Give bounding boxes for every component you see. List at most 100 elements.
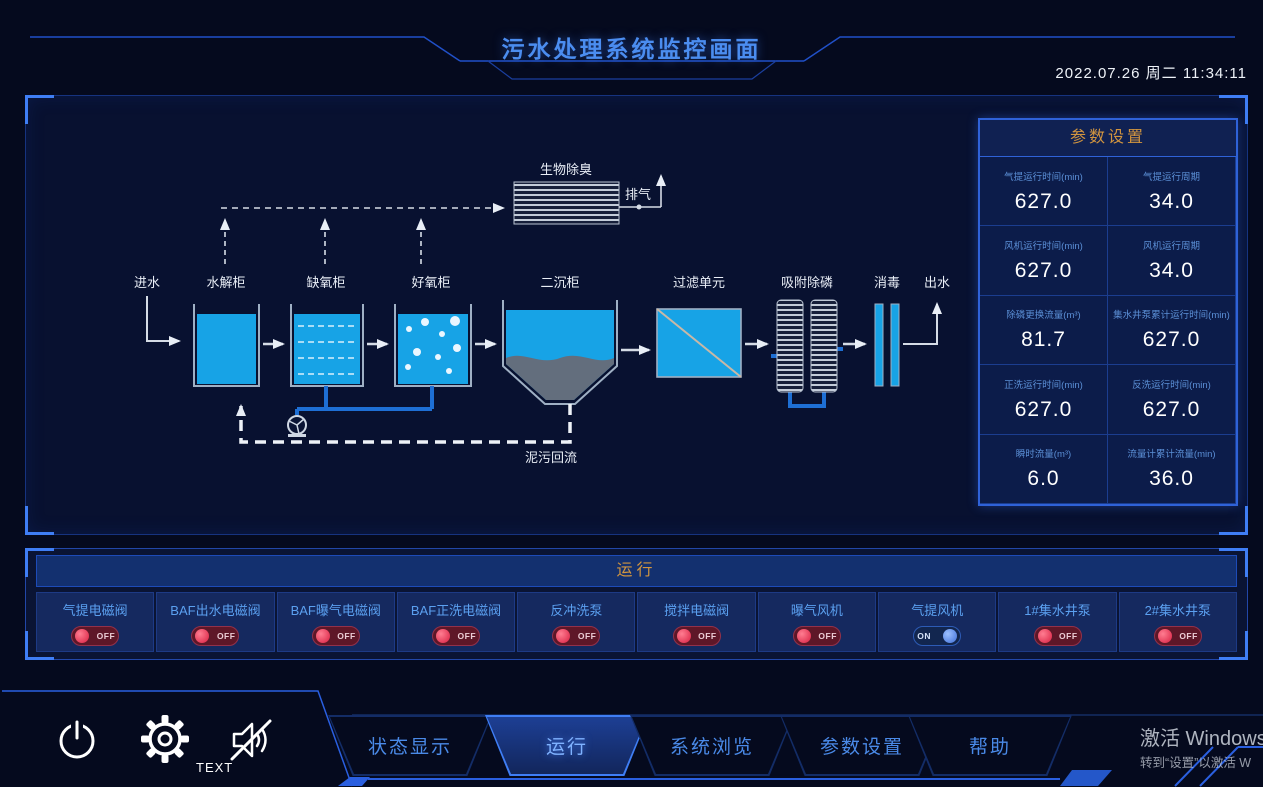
anoxic-label: 缺氧柜: [306, 275, 345, 290]
hydrolysis-label: 水解柜: [206, 275, 245, 290]
toggle-knob: [676, 629, 691, 643]
param-cell: 流量计累计流量(min)36.0: [1108, 434, 1236, 504]
toggle-switch[interactable]: OFF: [311, 626, 360, 646]
power-icon[interactable]: [52, 715, 102, 765]
switch-cell: 气提电磁阀 OFF: [36, 592, 155, 652]
disinfection-label: 消毒: [874, 275, 900, 290]
run-panel-title: 运行: [36, 555, 1237, 587]
switch-label: 曝气风机: [790, 603, 843, 618]
switch-cell: 反冲洗泵 OFF: [517, 592, 636, 652]
param-cell: 风机运行时间(min)627.0: [980, 226, 1108, 296]
toggle-switch[interactable]: OFF: [552, 626, 601, 646]
toggle-knob: [796, 629, 811, 643]
toggle-state: OFF: [1179, 631, 1198, 641]
param-label: 流量计累计流量(min): [1127, 449, 1216, 461]
param-label: 反洗运行时间(min): [1132, 379, 1211, 391]
tab-label: 运行: [545, 737, 588, 758]
tank-anoxic: [290, 304, 364, 387]
toggle-switch[interactable]: OFF: [1033, 626, 1082, 646]
switch-label: 气提电磁阀: [62, 603, 128, 618]
switch-label: 搅拌电磁阀: [664, 603, 730, 618]
toggle-state: OFF: [1059, 631, 1078, 641]
toggle-knob: [1037, 629, 1052, 643]
param-cell: 正洗运行时间(min)627.0: [980, 365, 1108, 435]
switch-cell: BAF正洗电磁阀 OFF: [396, 592, 516, 652]
toggle-switch[interactable]: OFF: [432, 626, 481, 646]
param-cell: 除磷更换流量(m³) 81.7: [980, 295, 1108, 366]
inlet-label: 进水: [134, 275, 160, 290]
toggle-knob: [315, 629, 330, 643]
disinfection-unit: [874, 303, 900, 387]
filter-unit: [656, 308, 742, 378]
mute-icon[interactable]: [226, 715, 276, 765]
toggle-state: OFF: [337, 631, 356, 641]
tab-shape-inner: [910, 717, 1070, 774]
aerobic-label: 好氧柜: [411, 275, 450, 290]
tab-shape-inner: [487, 717, 647, 774]
toggle-switch[interactable]: OFF: [1153, 626, 1202, 646]
deodorization-unit: [513, 181, 620, 225]
exhaust-flange: [636, 204, 642, 210]
parameter-panel-title: 参数设置: [980, 120, 1236, 157]
process-flow-diagram: 生物除臭 排气 进水 水解柜 缺氧柜 好氧柜 二沉柜 过滤单元 吸附除磷 消毒 …: [134, 162, 950, 465]
toggle-knob: [556, 629, 571, 643]
toggle-state: OFF: [457, 631, 477, 641]
param-value: 34.0: [1149, 259, 1194, 283]
sedimentation-label: 二沉柜: [540, 275, 579, 290]
param-value: 627.0: [1142, 328, 1201, 352]
activate-windows-watermark-sub: 转到“设置”以激活 W: [1140, 756, 1252, 770]
param-value: 627.0: [1014, 397, 1073, 421]
param-cell: 风机运行周期 34.0: [1108, 226, 1236, 296]
param-label: 除磷更换流量(m³): [1006, 310, 1081, 322]
toggle-switch[interactable]: OFF: [672, 626, 721, 646]
deodorization-label: 生物除臭: [540, 162, 592, 177]
switch-label: 反冲洗泵: [550, 603, 603, 618]
toggle-switch[interactable]: OFF: [71, 626, 120, 646]
tank-aerobic: [394, 304, 472, 387]
toggle-state: OFF: [698, 631, 717, 641]
tab-run[interactable]: 运行: [485, 715, 649, 776]
corner-decor: [1219, 506, 1248, 535]
toggle-knob: [1157, 629, 1172, 643]
param-value: 81.7: [1021, 328, 1066, 352]
toggle-knob: [195, 629, 210, 643]
page-title: 污水处理系统监控画面: [501, 36, 762, 62]
tab-system-browse[interactable]: 系统浏览: [630, 715, 794, 776]
exhaust-label: 排气: [625, 187, 651, 202]
tank-sedimentation: [502, 300, 618, 405]
switch-label: BAF正洗电磁阀: [410, 603, 502, 618]
phosphorus-label: 吸附除磷: [781, 275, 833, 290]
toggle-knob: [75, 629, 90, 643]
param-label: 风机运行时间(min): [1004, 241, 1083, 253]
outlet-pipe: [903, 302, 942, 345]
process-diagram-panel: 生物除臭 排气 进水 水解柜 缺氧柜 好氧柜 二沉柜 过滤单元 吸附除磷 消毒 …: [25, 95, 1248, 535]
toggle-switch[interactable]: ON: [913, 626, 962, 646]
tab-help[interactable]: 帮助: [908, 715, 1072, 776]
datetime: 2022.07.26 周二 11:34:11: [1055, 65, 1247, 82]
pump-icon: [287, 415, 307, 437]
param-value: 627.0: [1014, 189, 1073, 213]
tab-shape-inner: [632, 717, 792, 774]
toggle-state: OFF: [216, 631, 236, 641]
gear-icon[interactable]: [138, 712, 192, 766]
toggle-switch[interactable]: OFF: [792, 626, 841, 646]
param-label: 集水井泵累计运行时间(min): [1113, 310, 1230, 322]
toggle-switch[interactable]: OFF: [191, 626, 240, 646]
param-label: 气提运行周期: [1142, 171, 1200, 183]
toggle-knob: [436, 629, 451, 643]
outlet-label: 出水: [924, 275, 950, 290]
sludge-return-label: 泥污回流: [525, 450, 577, 465]
tab-status-display[interactable]: 状态显示: [328, 715, 492, 776]
bottom-nav: TEXT 状态显示 运行 系统浏览 参数设置 帮助 激活 Windows 转到“…: [0, 690, 1263, 787]
tab-label: 参数设置: [819, 737, 904, 758]
tab-shape-inner: [330, 717, 490, 774]
tab-label: 系统浏览: [669, 737, 754, 758]
param-label: 风机运行周期: [1142, 241, 1200, 253]
text-label: TEXT: [196, 760, 234, 775]
